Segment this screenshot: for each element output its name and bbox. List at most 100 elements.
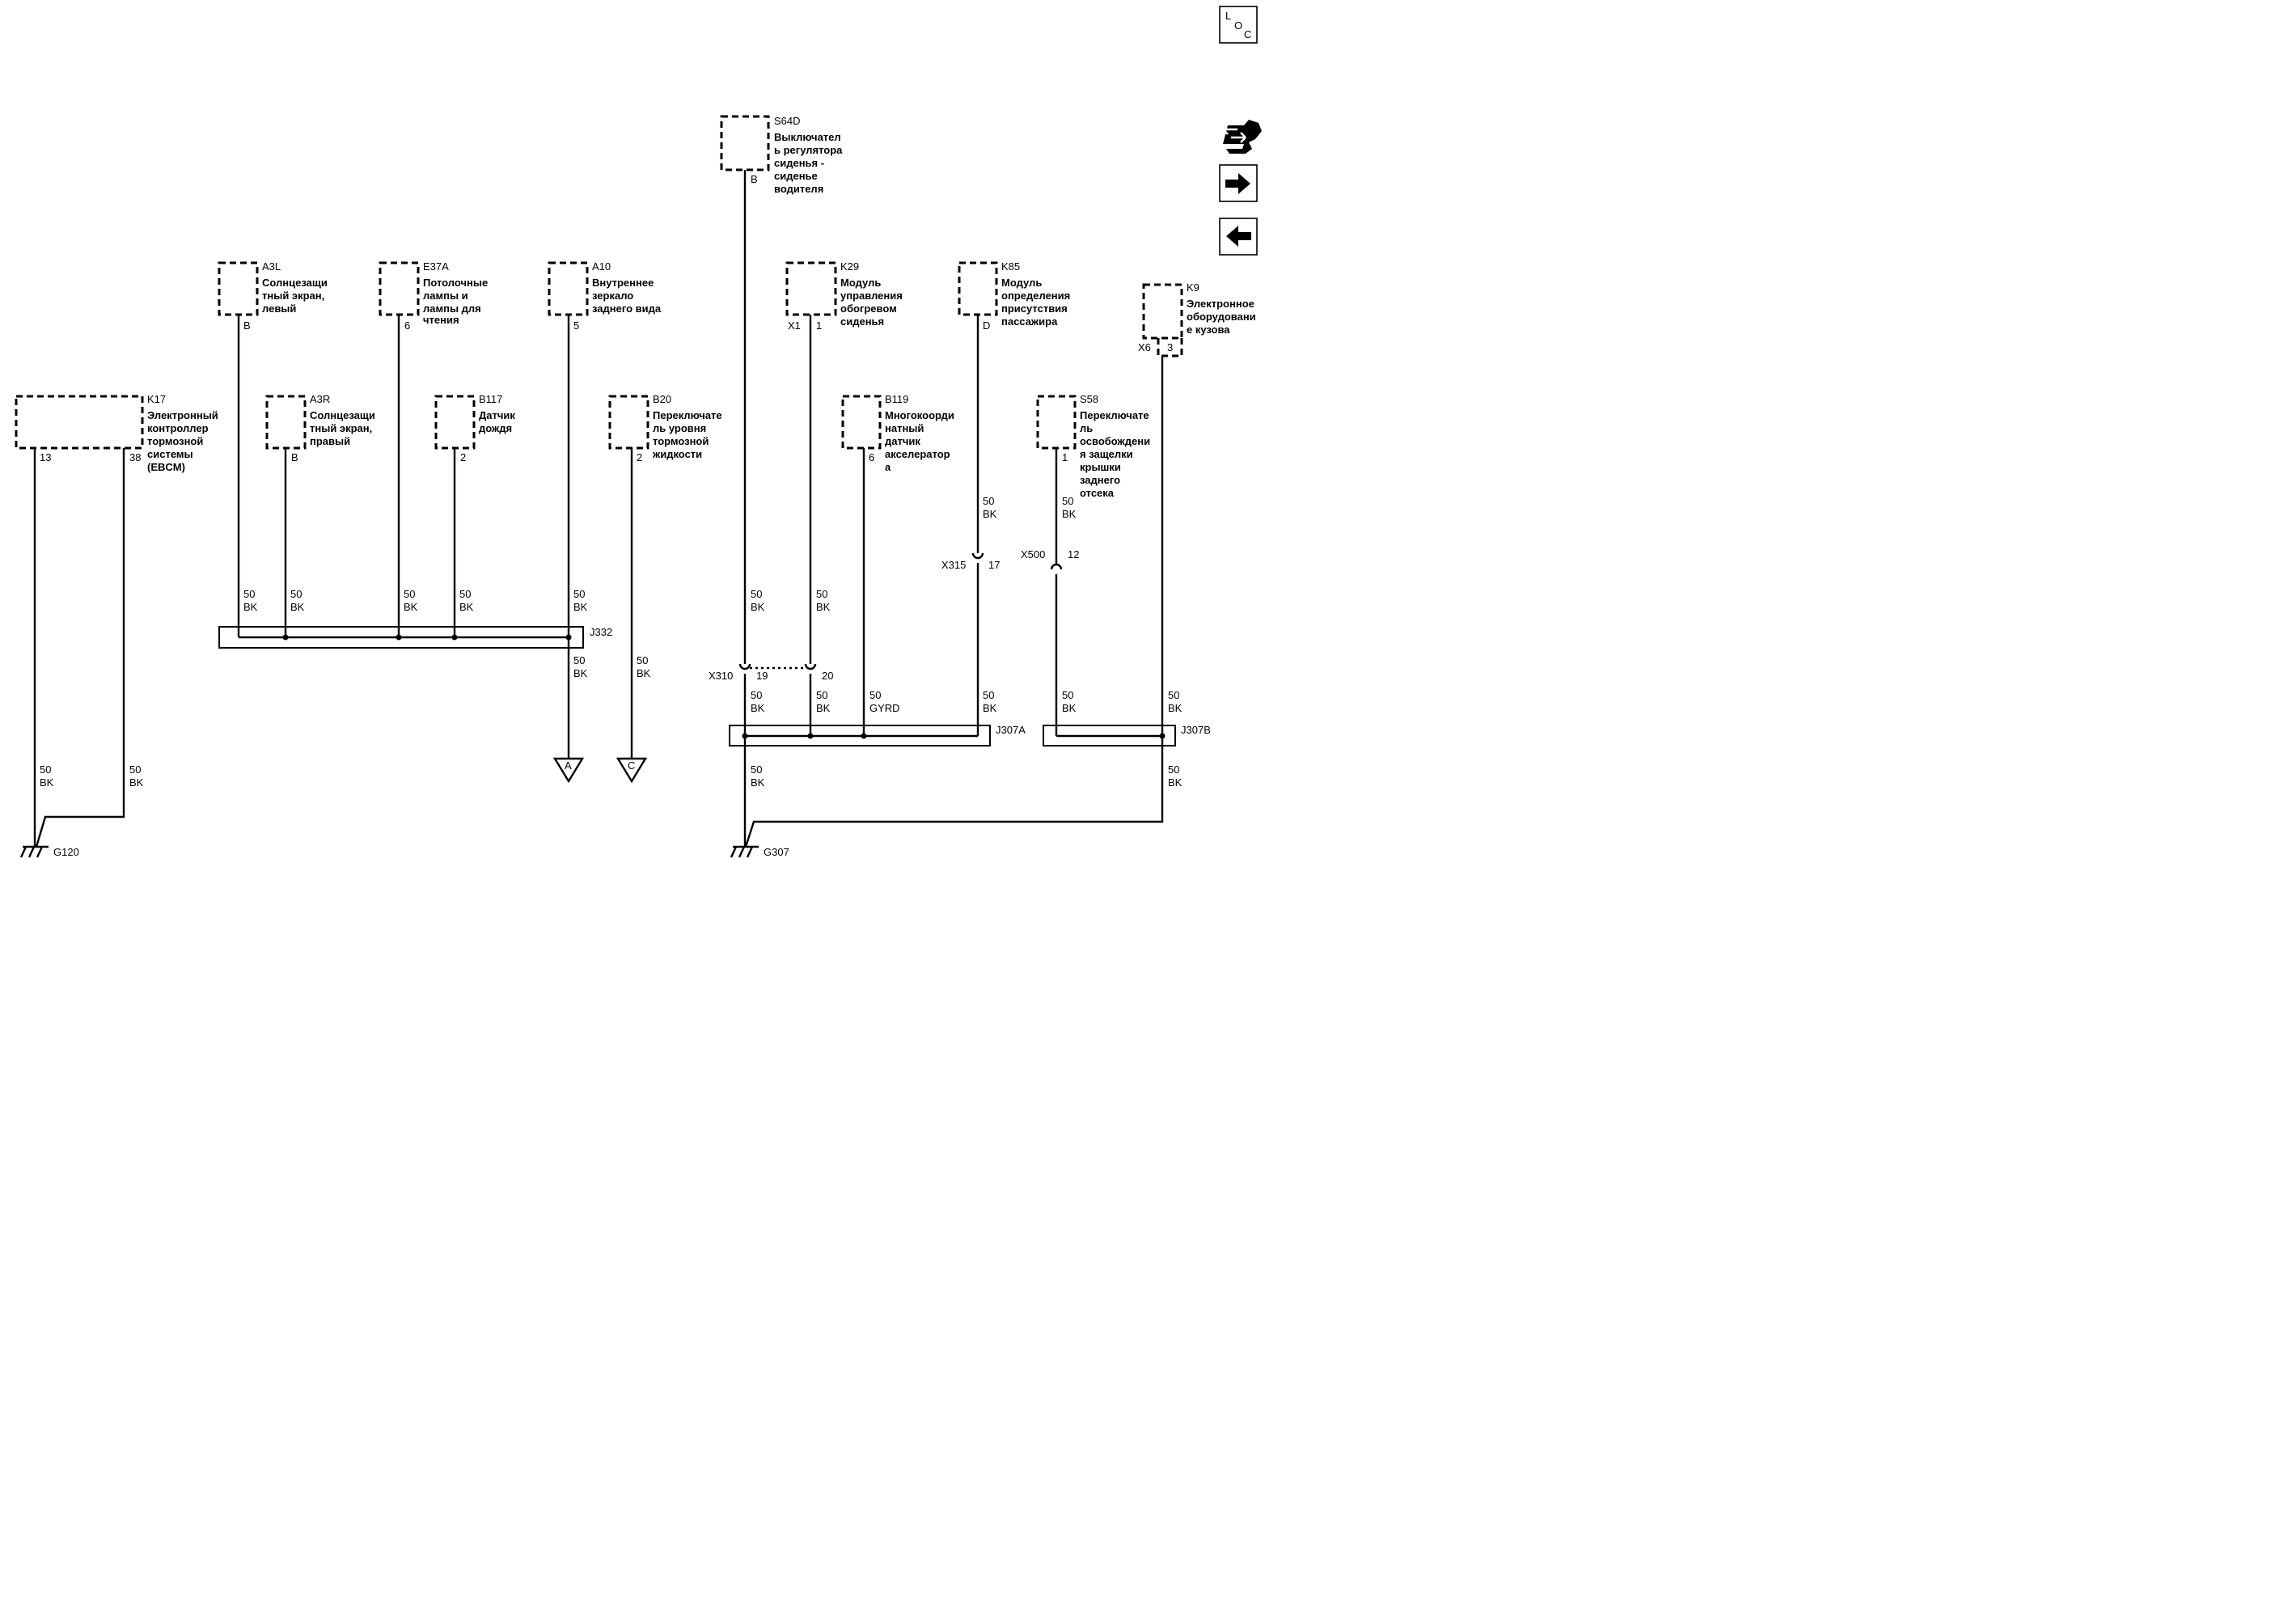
component-desc-line: присутствия (1001, 302, 1068, 315)
component-a3r[interactable]: A3R Солнцезащи тный экран, правый B (265, 393, 375, 463)
wire-labels: 50 BK 50 BK 50 BK 50 BK 50 BK 50 BK 50 B… (40, 495, 1182, 789)
loc-letter-l: L (1225, 10, 1231, 22)
left-arrow-icon (1226, 226, 1251, 247)
component-s64d[interactable]: S64D Выключател ь регулятора сиденья - с… (720, 115, 843, 195)
component-desc-line: Выключател (774, 131, 841, 143)
pin-label: 20 (822, 670, 833, 682)
wire-gauge: 50 (983, 495, 994, 507)
component-desc-line: Модуль (840, 277, 881, 289)
component-k85[interactable]: K85 Модуль определения присутствия пасса… (958, 260, 1070, 332)
next-page-button[interactable] (1219, 164, 1258, 202)
component-desc-line: Многокоорди (885, 409, 954, 421)
wire-gauge: 50 (983, 689, 994, 701)
component-k9[interactable]: K9 Электронное оборудовани е кузова X6 3 (1138, 281, 1256, 357)
component-desc-line: а (885, 461, 891, 473)
pin-label: 12 (1068, 548, 1079, 560)
connector-label: X1 (788, 319, 801, 332)
wire-color: BK (404, 601, 418, 613)
wire-label: 50 BK (751, 689, 765, 714)
wire-color: BK (573, 601, 588, 613)
offpage-connector-c[interactable]: C (616, 757, 648, 784)
ground-g307: G307 (730, 845, 789, 858)
offpage-connector-a[interactable]: A (552, 757, 585, 784)
wire-gauge: 50 (751, 588, 762, 600)
wire-color: BK (983, 702, 997, 714)
wire-color: BK (816, 702, 831, 714)
component-desc-line: ь регулятора (774, 144, 843, 156)
wire-color: BK (459, 601, 474, 613)
pin-label: B (291, 451, 298, 463)
pin-label: 3 (1167, 341, 1173, 353)
loc-button[interactable]: L O C (1219, 6, 1258, 44)
component-desc-line: обогревом (840, 302, 897, 315)
junction-dots (282, 634, 1166, 739)
component-id: B119 (885, 393, 908, 405)
wire-color: BK (751, 601, 765, 613)
offpage-label: C (628, 759, 635, 772)
wire-color: BK (290, 601, 305, 613)
pin-label: 17 (988, 559, 1000, 571)
wire-gauge: 50 (1062, 689, 1073, 701)
component-k29[interactable]: K29 Модуль управления обогревом сиденья … (785, 260, 903, 332)
wire-gauge: 50 (290, 588, 302, 600)
component-desc-line: лампы и (423, 290, 468, 302)
component-desc-line: контроллер (147, 422, 209, 434)
component-desc-line: сиденья - (774, 157, 824, 169)
junction-dot (1159, 733, 1166, 739)
component-desc-line: крышки (1080, 461, 1121, 473)
component-b119[interactable]: B119 Многокоорди натный датчик акселерат… (841, 393, 954, 473)
component-a3l[interactable]: A3L Солнцезащи тный экран, левый B (218, 260, 328, 332)
splice-j307a: J307A (729, 724, 1026, 746)
component-s58[interactable]: S58 Переключате ль освобождени я защелки… (1036, 393, 1150, 499)
wire-color: BK (243, 601, 258, 613)
pin-label: 5 (573, 319, 579, 332)
pin-label: B (751, 173, 758, 185)
component-e37a[interactable]: E37A Потолочные лампы и лампы для чтения… (379, 260, 488, 332)
ground-label: G307 (764, 846, 789, 858)
component-desc-line: тный экран, (310, 422, 372, 434)
wire-color: BK (983, 508, 997, 520)
component-desc-line: ль уровня (653, 422, 706, 434)
component-desc-line: пассажира (1001, 315, 1058, 328)
previous-page-button[interactable] (1219, 218, 1258, 256)
ground-g120: G120 (19, 845, 79, 858)
component-desc-line: правый (310, 435, 350, 447)
component-id: E37A (423, 260, 449, 273)
component-id: S58 (1080, 393, 1098, 405)
wire-label: 50 BK (816, 689, 831, 714)
junction-dot (742, 733, 748, 739)
connector-name: X315 (941, 559, 966, 571)
component-desc-line: лампы для (423, 302, 481, 315)
wire-label: 50 BK (40, 763, 54, 789)
pin-label: B (243, 319, 251, 332)
splice-label: J332 (590, 626, 612, 638)
component-view-icon[interactable] (1222, 120, 1262, 154)
wire-label: 50 BK (573, 654, 588, 679)
wires (33, 170, 1164, 848)
component-id: B117 (479, 393, 502, 405)
inline-connector-x310: X310 19 20 (709, 663, 833, 682)
junction-dot (807, 733, 814, 739)
splice-j332: J332 (218, 626, 612, 649)
splice-label: J307A (996, 724, 1026, 736)
component-b20[interactable]: B20 Переключате ль уровня тормозной жидк… (608, 393, 722, 463)
wire-gauge: 50 (40, 763, 51, 776)
pin-label: 6 (404, 319, 410, 332)
component-id: S64D (774, 115, 801, 127)
offpage-label: A (565, 759, 572, 772)
component-a10[interactable]: A10 Внутреннее зеркало заднего вида 5 (548, 260, 662, 332)
pin-label: 1 (1062, 451, 1068, 463)
wire-gauge: 50 (1062, 495, 1073, 507)
component-id: K17 (147, 393, 166, 405)
component-desc-line: Модуль (1001, 277, 1042, 289)
wire-label: 50 BK (573, 588, 588, 613)
wire-gauge: 50 (459, 588, 471, 600)
component-k17[interactable]: K17 Электронный контроллер тормозной сис… (15, 393, 218, 473)
wire-color: BK (1168, 776, 1182, 789)
component-desc-line: водителя (774, 183, 823, 195)
wire-gauge: 50 (129, 763, 141, 776)
wire-color: GYRD (869, 702, 900, 714)
component-desc-line: отсека (1080, 487, 1115, 499)
wire-label: 50 BK (816, 588, 831, 613)
component-b117[interactable]: B117 Датчик дождя 2 (434, 393, 515, 463)
